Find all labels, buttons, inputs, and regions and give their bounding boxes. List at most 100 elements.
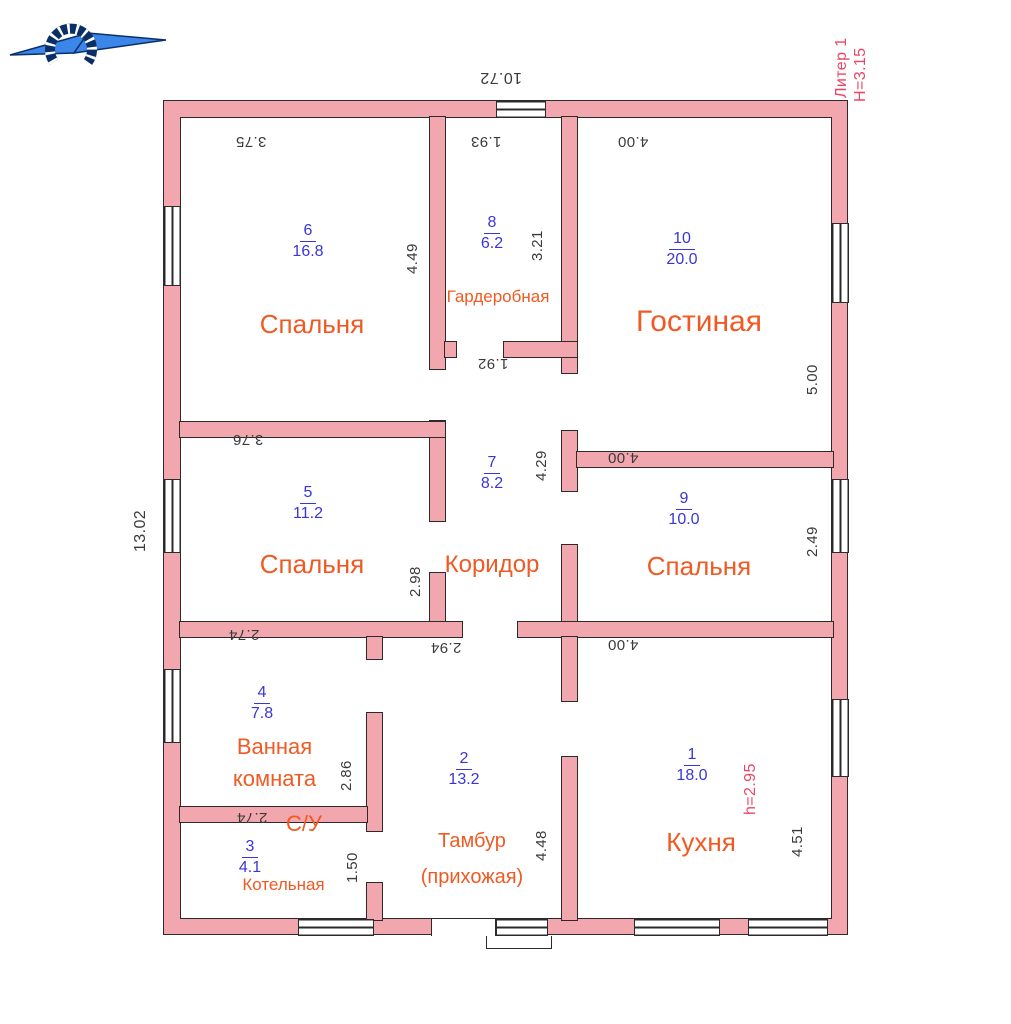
room-tag-bedroom6: 6 16.8 [276,221,340,262]
dimension-corridor-height: 4.29 [533,450,550,482]
room-number: 10 [669,229,695,250]
room-number: 3 [241,837,259,858]
door-corridor-hall [462,621,518,638]
room-tag-bedroom5: 5 11.2 [276,483,340,524]
dimension-hall-height: 4.48 [533,830,550,862]
liter-label: Литер 1 [833,37,850,98]
dimension-corridor-width: 1.92 [477,355,509,372]
room-name-bedroom9: Спальня [646,551,752,581]
wall-bathroom-boiler-divider [179,806,368,823]
dimension-hall-width: 2.94 [430,639,462,656]
room-name-corridor: Коридор [444,551,540,578]
window-bottom-entry [496,919,548,936]
horseshoe-logo [8,10,168,74]
wall-bedroom6-bedroom5-divider [179,421,446,438]
room-number: 1 [683,745,701,766]
room-number: 2 [455,749,473,770]
door-wardrobe [456,341,504,358]
door-bedroom9 [561,491,578,545]
window-right-kitchen [832,699,849,777]
room-name-wardrobe: Гардеробная [446,287,550,306]
floor-plan: 6 16.8 8 6.2 10 20.0 5 11.2 7 8.2 9 10.0… [132,69,849,949]
room-number: 5 [299,483,317,504]
room-number: 4 [253,683,271,704]
dimension-wardrobe-height: 3.21 [529,230,546,262]
window-left-bathroom [164,669,181,743]
room-name-boiler: Котельная [242,875,325,894]
room-name-bedroom5: Спальня [259,549,365,579]
room-tag-corridor: 7 8.2 [464,453,520,494]
room-label-su: С/У [286,811,322,836]
room-tag-hall: 2 13.2 [432,749,496,790]
room-area: 8.2 [480,475,504,492]
room-area: 4.1 [238,859,262,876]
window-left-bedroom6 [164,206,181,286]
door-bedroom5 [429,521,446,573]
window-bottom-kitchen-1 [634,919,720,936]
room-name-bedroom6: Спальня [259,309,365,339]
room-tag-bedroom9: 9 10.0 [652,489,716,530]
room-area: 7.8 [250,705,274,722]
room-tag-bathroom: 4 7.8 [230,683,294,724]
dimension-bathroom-width: 2.74 [228,626,260,643]
door-boiler [366,831,383,883]
room-area: 6.2 [480,235,504,252]
door-entrance [431,919,496,936]
dimension-boiler-height: 1.50 [344,852,361,884]
dimension-bedroom9-height: 2.49 [804,526,821,558]
door-bedroom6 [429,369,446,421]
room-number: 6 [299,221,317,242]
dimension-livingroom-height: 5.00 [804,364,821,396]
room-name-bathroom: Ванная комната [182,731,367,795]
entrance-step [486,936,552,949]
dimension-bedroom5-width: 3.76 [232,431,264,448]
building-height-label: H=3.15 [852,47,869,102]
room-name-livingroom: Гостиная [636,305,762,338]
room-area: 13.2 [448,771,480,788]
dimension-kitchen-width: 4.00 [607,636,639,653]
room-number: 8 [483,213,501,234]
window-left-bedroom5 [164,479,181,553]
room-area: 16.8 [292,243,324,260]
room-area: 11.2 [293,505,323,522]
floor-area [179,116,832,919]
door-livingroom [561,373,578,431]
room-area: 10.0 [668,511,700,528]
window-right-livingroom [832,223,849,303]
room-number: 7 [483,453,501,474]
wall-hall-kitchen-divider [561,636,578,921]
dimension-kitchen-height: 4.51 [789,826,806,858]
room-name-line: комната [232,765,317,791]
dimension-livingroom-width: 4.00 [617,133,649,150]
window-top-wardrobe [496,101,546,118]
door-kitchen [561,701,578,757]
room-name-line: (прихожая) [420,866,524,888]
logo-graphic [9,23,167,65]
dimension-bedroom9-width: 4.00 [607,449,639,466]
room-area: 20.0 [666,251,698,268]
wall-livingroom-bedroom9-divider [576,451,834,468]
dimension-overall-height: 13.02 [132,509,149,553]
room-name-kitchen: Кухня [666,827,736,857]
dimension-wardrobe-width: 1.93 [470,133,502,150]
room-name-hall: Тамбур (прихожая) [382,823,562,895]
window-bottom-boiler [298,919,374,936]
room-name-line: Ванная [236,734,313,759]
room-tag-kitchen: 1 18.0 [660,745,724,786]
room-tag-boiler: 3 4.1 [222,837,278,878]
room-tag-livingroom: 10 20.0 [650,229,714,270]
dimension-bedroom5-height: 2.98 [407,566,424,598]
window-right-bedroom9 [832,479,849,553]
door-bathroom [366,659,383,713]
room-area: 18.0 [676,767,708,784]
room-tag-wardrobe: 8 6.2 [464,213,520,254]
window-bottom-kitchen-2 [748,919,828,936]
dimension-bedroom6-width: 3.75 [235,133,267,150]
dimension-bathroom-height: 2.86 [338,760,355,792]
room-number: 9 [675,489,693,510]
dimension-bedroom6-height: 4.49 [404,243,421,275]
dimension-boiler-width: 2.74 [236,809,268,826]
room-name-line: Тамбур [438,830,506,852]
kitchen-ceiling-height-note: h=2.95 [742,763,759,815]
